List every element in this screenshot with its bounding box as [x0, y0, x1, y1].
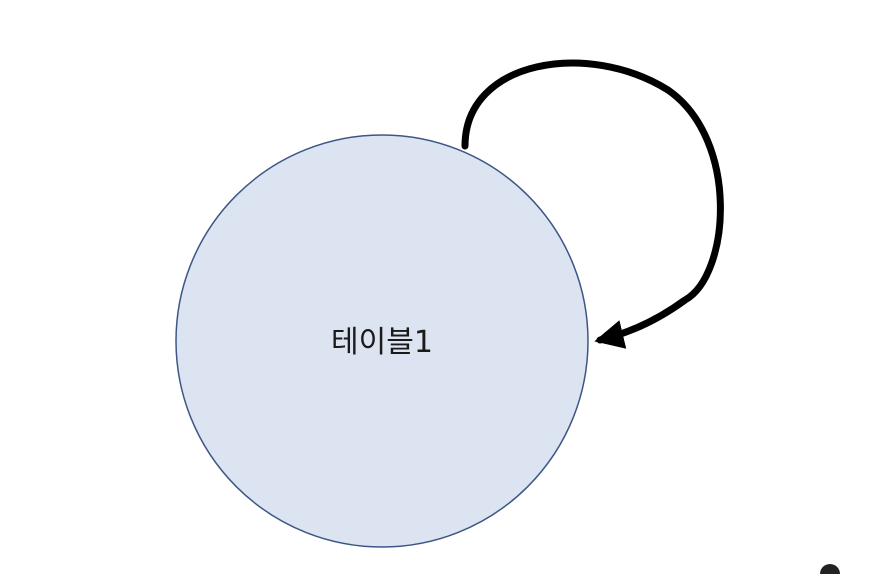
cursor-dot: [820, 564, 840, 574]
self-loop-arrow[interactable]: [461, 59, 724, 349]
node-table1-label: 테이블1: [331, 325, 433, 360]
node-table1-circle[interactable]: [175, 134, 589, 548]
